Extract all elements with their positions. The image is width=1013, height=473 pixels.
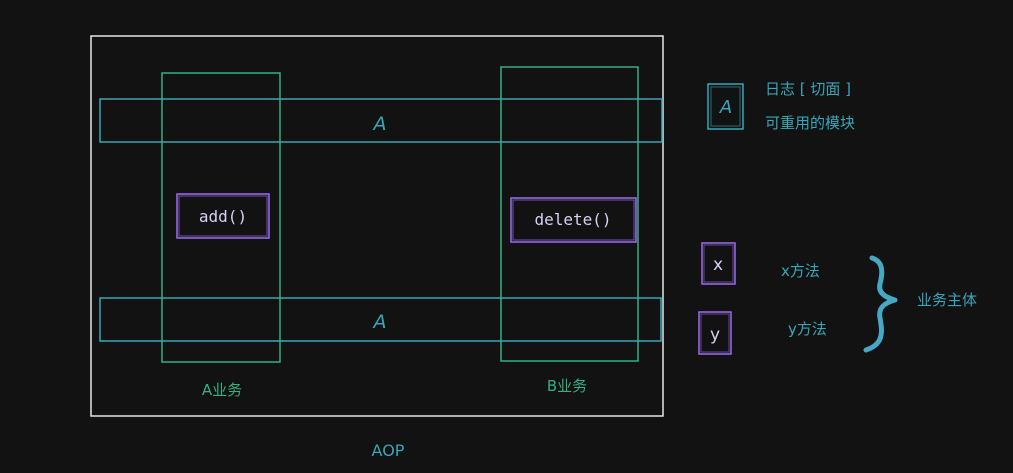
function-box-delete-inner	[512, 199, 635, 241]
legend-y-label: y方法	[788, 320, 827, 338]
aspect-band-bottom	[99, 297, 662, 342]
legend-aspect-box-label: A	[719, 97, 732, 118]
function-box-add	[176, 193, 270, 239]
function-label-add: add()	[199, 207, 247, 226]
legend-aspect-line1: 日志 [ 切面 ]	[765, 80, 851, 98]
business-column-b-label: B业务	[547, 377, 587, 395]
function-box-delete	[510, 197, 637, 243]
aspect-band-top-label: A	[372, 113, 387, 135]
aop-frame	[90, 35, 664, 417]
legend-y-box-inner	[700, 313, 730, 353]
legend-aspect-box	[707, 83, 744, 130]
legend-x-box-inner	[703, 244, 734, 283]
group-label: 业务主体	[917, 291, 977, 309]
legend-aspect-box-inner	[710, 86, 741, 127]
aspect-band-top	[99, 98, 663, 143]
legend-x-box-label: x	[713, 255, 723, 275]
business-column-a	[161, 72, 281, 363]
business-column-a-label: A业务	[202, 381, 242, 399]
group-brace-icon	[863, 255, 898, 353]
business-column-b	[500, 66, 639, 362]
legend-aspect-line2: 可重用的模块	[765, 114, 855, 132]
legend-x-box	[701, 242, 736, 285]
aspect-band-bottom-label: A	[372, 311, 387, 333]
legend-y-box	[698, 311, 732, 355]
legend-y-box-label: y	[710, 325, 720, 345]
legend-x-label: x方法	[781, 262, 820, 280]
aop-label: AOP	[372, 441, 405, 460]
function-box-add-inner	[178, 195, 268, 237]
function-label-delete: delete()	[534, 210, 611, 229]
